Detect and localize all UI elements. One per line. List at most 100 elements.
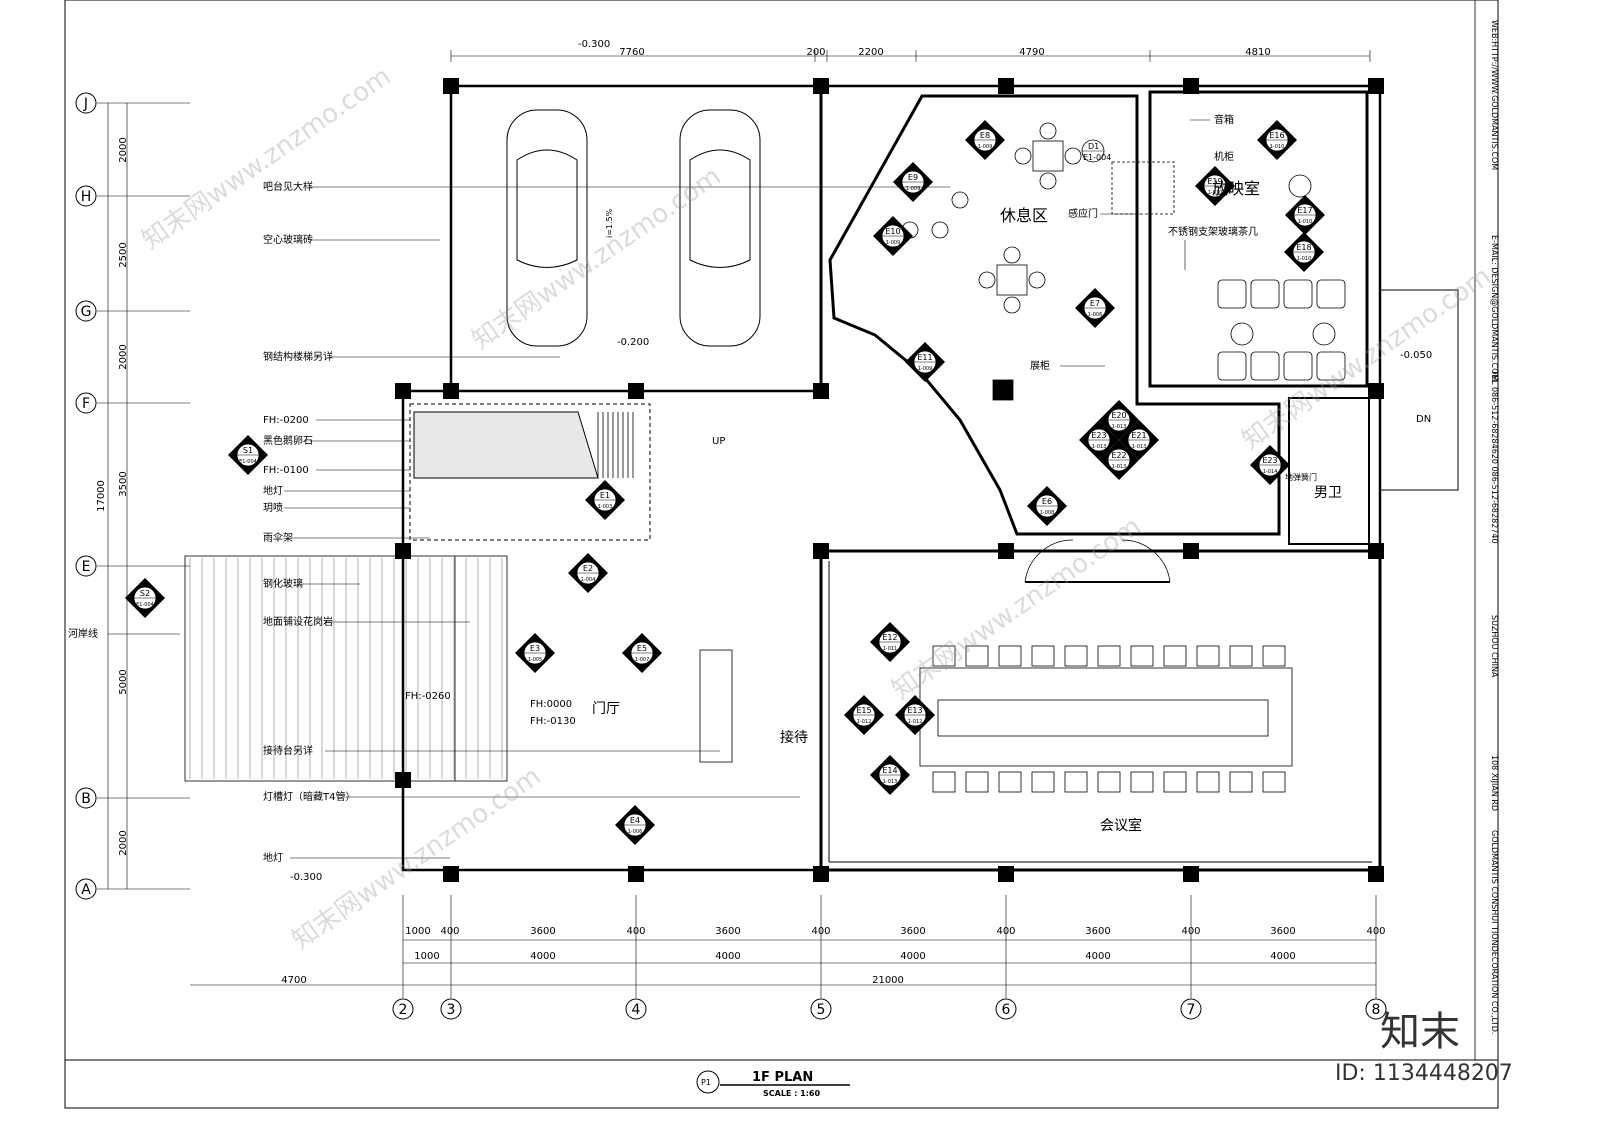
label-granite: 地面铺设花岗岩 [263, 615, 333, 628]
dim-bottom: 3600 [900, 926, 925, 937]
level-right: -0.050 [1400, 350, 1432, 361]
dim-left-total: 17000 [96, 480, 107, 512]
label-up: UP [712, 436, 725, 447]
svg-text:1-009: 1-009 [906, 186, 921, 192]
svg-text:1-013: 1-013 [883, 779, 898, 785]
svg-text:E4: E4 [630, 816, 640, 825]
svg-text:E20: E20 [1111, 411, 1126, 420]
svg-text:1-013: 1-013 [1132, 444, 1147, 450]
svg-text:E14: E14 [882, 766, 897, 775]
dim-top: 7760 [619, 47, 644, 58]
svg-text:TEL 086-512-68284620 086-512-: TEL 086-512-68284620 086-512-68282740 [1490, 369, 1499, 544]
dim-bottom-2: 4000 [715, 951, 740, 962]
svg-text:1-009: 1-009 [918, 366, 933, 372]
label-light-trough: 灯槽灯（暗藏T4管） [263, 790, 355, 803]
svg-text:E23: E23 [1091, 431, 1106, 440]
label-display: 展柜 [1030, 359, 1050, 372]
svg-text:6: 6 [1002, 1002, 1011, 1018]
svg-text:E1: E1 [600, 491, 610, 500]
svg-text:A: A [81, 882, 91, 898]
svg-text:E21: E21 [1131, 431, 1146, 440]
svg-text:1-007: 1-007 [635, 657, 650, 663]
svg-text:知末网www.znzmo.com: 知末网www.znzmo.com [137, 61, 397, 255]
svg-text:2: 2 [399, 1002, 408, 1018]
svg-text:E19: E19 [1207, 177, 1222, 186]
grid-bubble-3: 3 [440, 998, 462, 1020]
elevation-mark-E7: E71-006 [1075, 288, 1115, 328]
grid-bubble-A: A [75, 878, 97, 900]
label-pebble: 黑色鹅卵石 [263, 434, 313, 447]
svg-text:S2: S2 [140, 589, 150, 598]
grid-bubble-G: G [75, 300, 97, 322]
elevation-mark-E8: E81-009 [965, 120, 1005, 160]
svg-text:1-010: 1-010 [1297, 256, 1312, 262]
svg-text:E10: E10 [885, 227, 900, 236]
label-stair: 钢结构楼梯另详 [263, 350, 333, 363]
elevation-mark-E3: E31-005 [515, 633, 555, 673]
svg-text:F: F [82, 396, 90, 412]
svg-text:E23: E23 [1262, 456, 1277, 465]
room-meeting: 会议室 [1100, 817, 1142, 834]
dim-left: 2000 [118, 344, 129, 369]
level-garage: -0.200 [617, 337, 649, 348]
svg-text:E9: E9 [908, 173, 918, 182]
elevation-mark-E9: E9 1-009 [893, 162, 933, 202]
svg-text:E5: E5 [637, 644, 647, 653]
grid-bubble-8: 8 [1365, 998, 1387, 1020]
svg-text:G: G [81, 304, 92, 320]
label-cabinet: 机柜 [1214, 150, 1234, 163]
svg-text:8: 8 [1372, 1002, 1381, 1018]
grid-bubble-4: 4 [625, 998, 647, 1020]
svg-text:H: H [81, 189, 92, 205]
svg-text:4: 4 [632, 1002, 641, 1018]
dim-top: 4810 [1245, 47, 1270, 58]
dim-top: 200 [806, 47, 825, 58]
label-dn: DN [1416, 414, 1431, 425]
grid-bubble-H: H [75, 185, 97, 207]
room-rest: 休息区 [1000, 206, 1048, 225]
watermark-id: ID: 1134448207 [1335, 1061, 1513, 1086]
svg-text:E3: E3 [530, 644, 540, 653]
elevation-mark-E5: E5 1-007 [622, 633, 662, 673]
dim-bottom: 3600 [530, 926, 555, 937]
side-strip: WEB:HTTP://WWW.GOLDMANTIS.COM E-MAIL: DE… [1490, 20, 1499, 1034]
sheet-border [64, 0, 1499, 1109]
elevation-mark-E6: E61-008 [1027, 486, 1067, 526]
label-slope: i=1.5% [605, 208, 614, 238]
svg-text:1-011: 1-011 [883, 646, 898, 652]
label-floor-light-2: 地灯 [263, 851, 283, 864]
dim-top: 4790 [1019, 47, 1044, 58]
dim-left: 2500 [118, 242, 129, 267]
room-lobby: 门厅 [592, 701, 620, 717]
dim-bottom-2: 4000 [1270, 951, 1295, 962]
svg-text:7: 7 [1187, 1002, 1196, 1018]
room-reception: 接待 [780, 729, 808, 746]
label-fh-0130: FH:-0130 [530, 716, 576, 727]
dim-bottom-2: 4000 [530, 951, 555, 962]
svg-text:E1-004: E1-004 [239, 459, 257, 465]
elevation-mark-E1: E11-003 [585, 480, 625, 520]
watermark: 知末网www.znzmo.com 知末网www.znzmo.com 知末网www… [137, 61, 1497, 955]
level-top: -0.300 [578, 39, 610, 50]
svg-text:1-006: 1-006 [1088, 312, 1103, 318]
dim-bottom-2: 4000 [900, 951, 925, 962]
detail-mark: D1 E1-004 [1081, 139, 1111, 163]
label-floor-light: 地灯 [263, 484, 283, 497]
dim-bottom: 400 [1181, 926, 1200, 937]
structural-columns [395, 78, 1384, 882]
elevation-mark-E14: E14 1-013 [870, 755, 910, 795]
svg-text:E-MAIL: DESIGN@GOLDMANTIS.COM: E-MAIL: DESIGN@GOLDMANTIS.COM [1490, 235, 1499, 381]
dim-total: 21000 [872, 975, 904, 986]
svg-text:E: E [82, 559, 91, 575]
dim-bottom: 400 [1366, 926, 1385, 937]
label-tea-table: 不锈钢支架玻璃茶几 [1168, 225, 1258, 238]
svg-text:E11: E11 [917, 353, 932, 362]
svg-text:S1: S1 [243, 446, 253, 455]
room-mens: 男卫 [1314, 485, 1342, 501]
grid-bubble-B: B [75, 787, 97, 809]
svg-text:E15: E15 [856, 706, 871, 715]
svg-text:知末网www.znzmo.com: 知末网www.znzmo.com [467, 161, 727, 355]
